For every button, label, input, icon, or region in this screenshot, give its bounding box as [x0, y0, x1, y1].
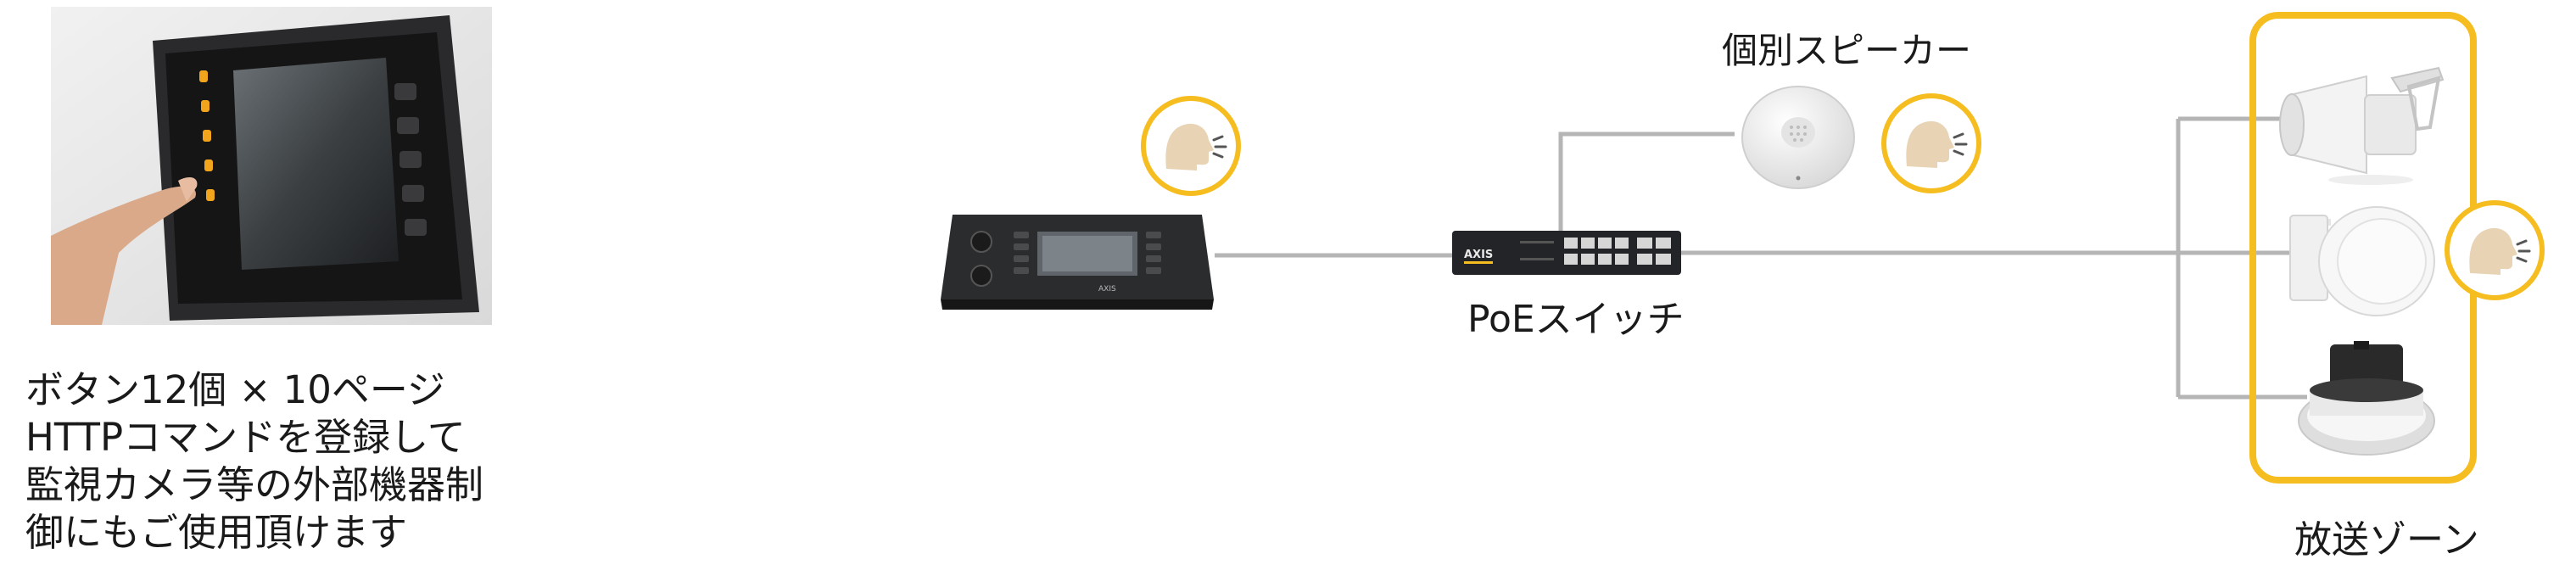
- broadcast-zone-label: 放送ゾーン: [2294, 518, 2479, 562]
- description-text: ボタン12個 × 10ページ HTTPコマンドを登録して 監視カメラ等の外部機器…: [25, 366, 568, 556]
- voice-icon: [2445, 200, 2545, 300]
- cabinet-speaker: [2282, 195, 2451, 322]
- voice-icon: [1141, 96, 1241, 196]
- round-speaker: [1737, 83, 1860, 193]
- description-line: 御にもご使用頂けます: [25, 510, 408, 555]
- wire-switch-speaker: [1558, 131, 1735, 231]
- switch-brand: AXIS: [1464, 249, 1493, 261]
- description-line: 監視カメラ等の外部機器制: [25, 462, 484, 507]
- voice-icon: [1881, 93, 1981, 193]
- description-line: HTTPコマンドを登録して: [25, 415, 466, 460]
- poe-switch-label: PoEスイッチ: [1467, 298, 1685, 341]
- ceiling-speaker: [2294, 338, 2439, 465]
- touch-panel-photo: [51, 7, 492, 325]
- horn-speaker: [2273, 61, 2451, 188]
- controller-brand: AXIS: [1098, 285, 1116, 294]
- poe-switch: AXIS: [1452, 229, 1681, 280]
- controller-device: AXIS: [937, 208, 1217, 314]
- description-line: ボタン12個 × 10ページ: [25, 367, 445, 412]
- individual-speaker-label: 個別スピーカー: [1722, 30, 1972, 71]
